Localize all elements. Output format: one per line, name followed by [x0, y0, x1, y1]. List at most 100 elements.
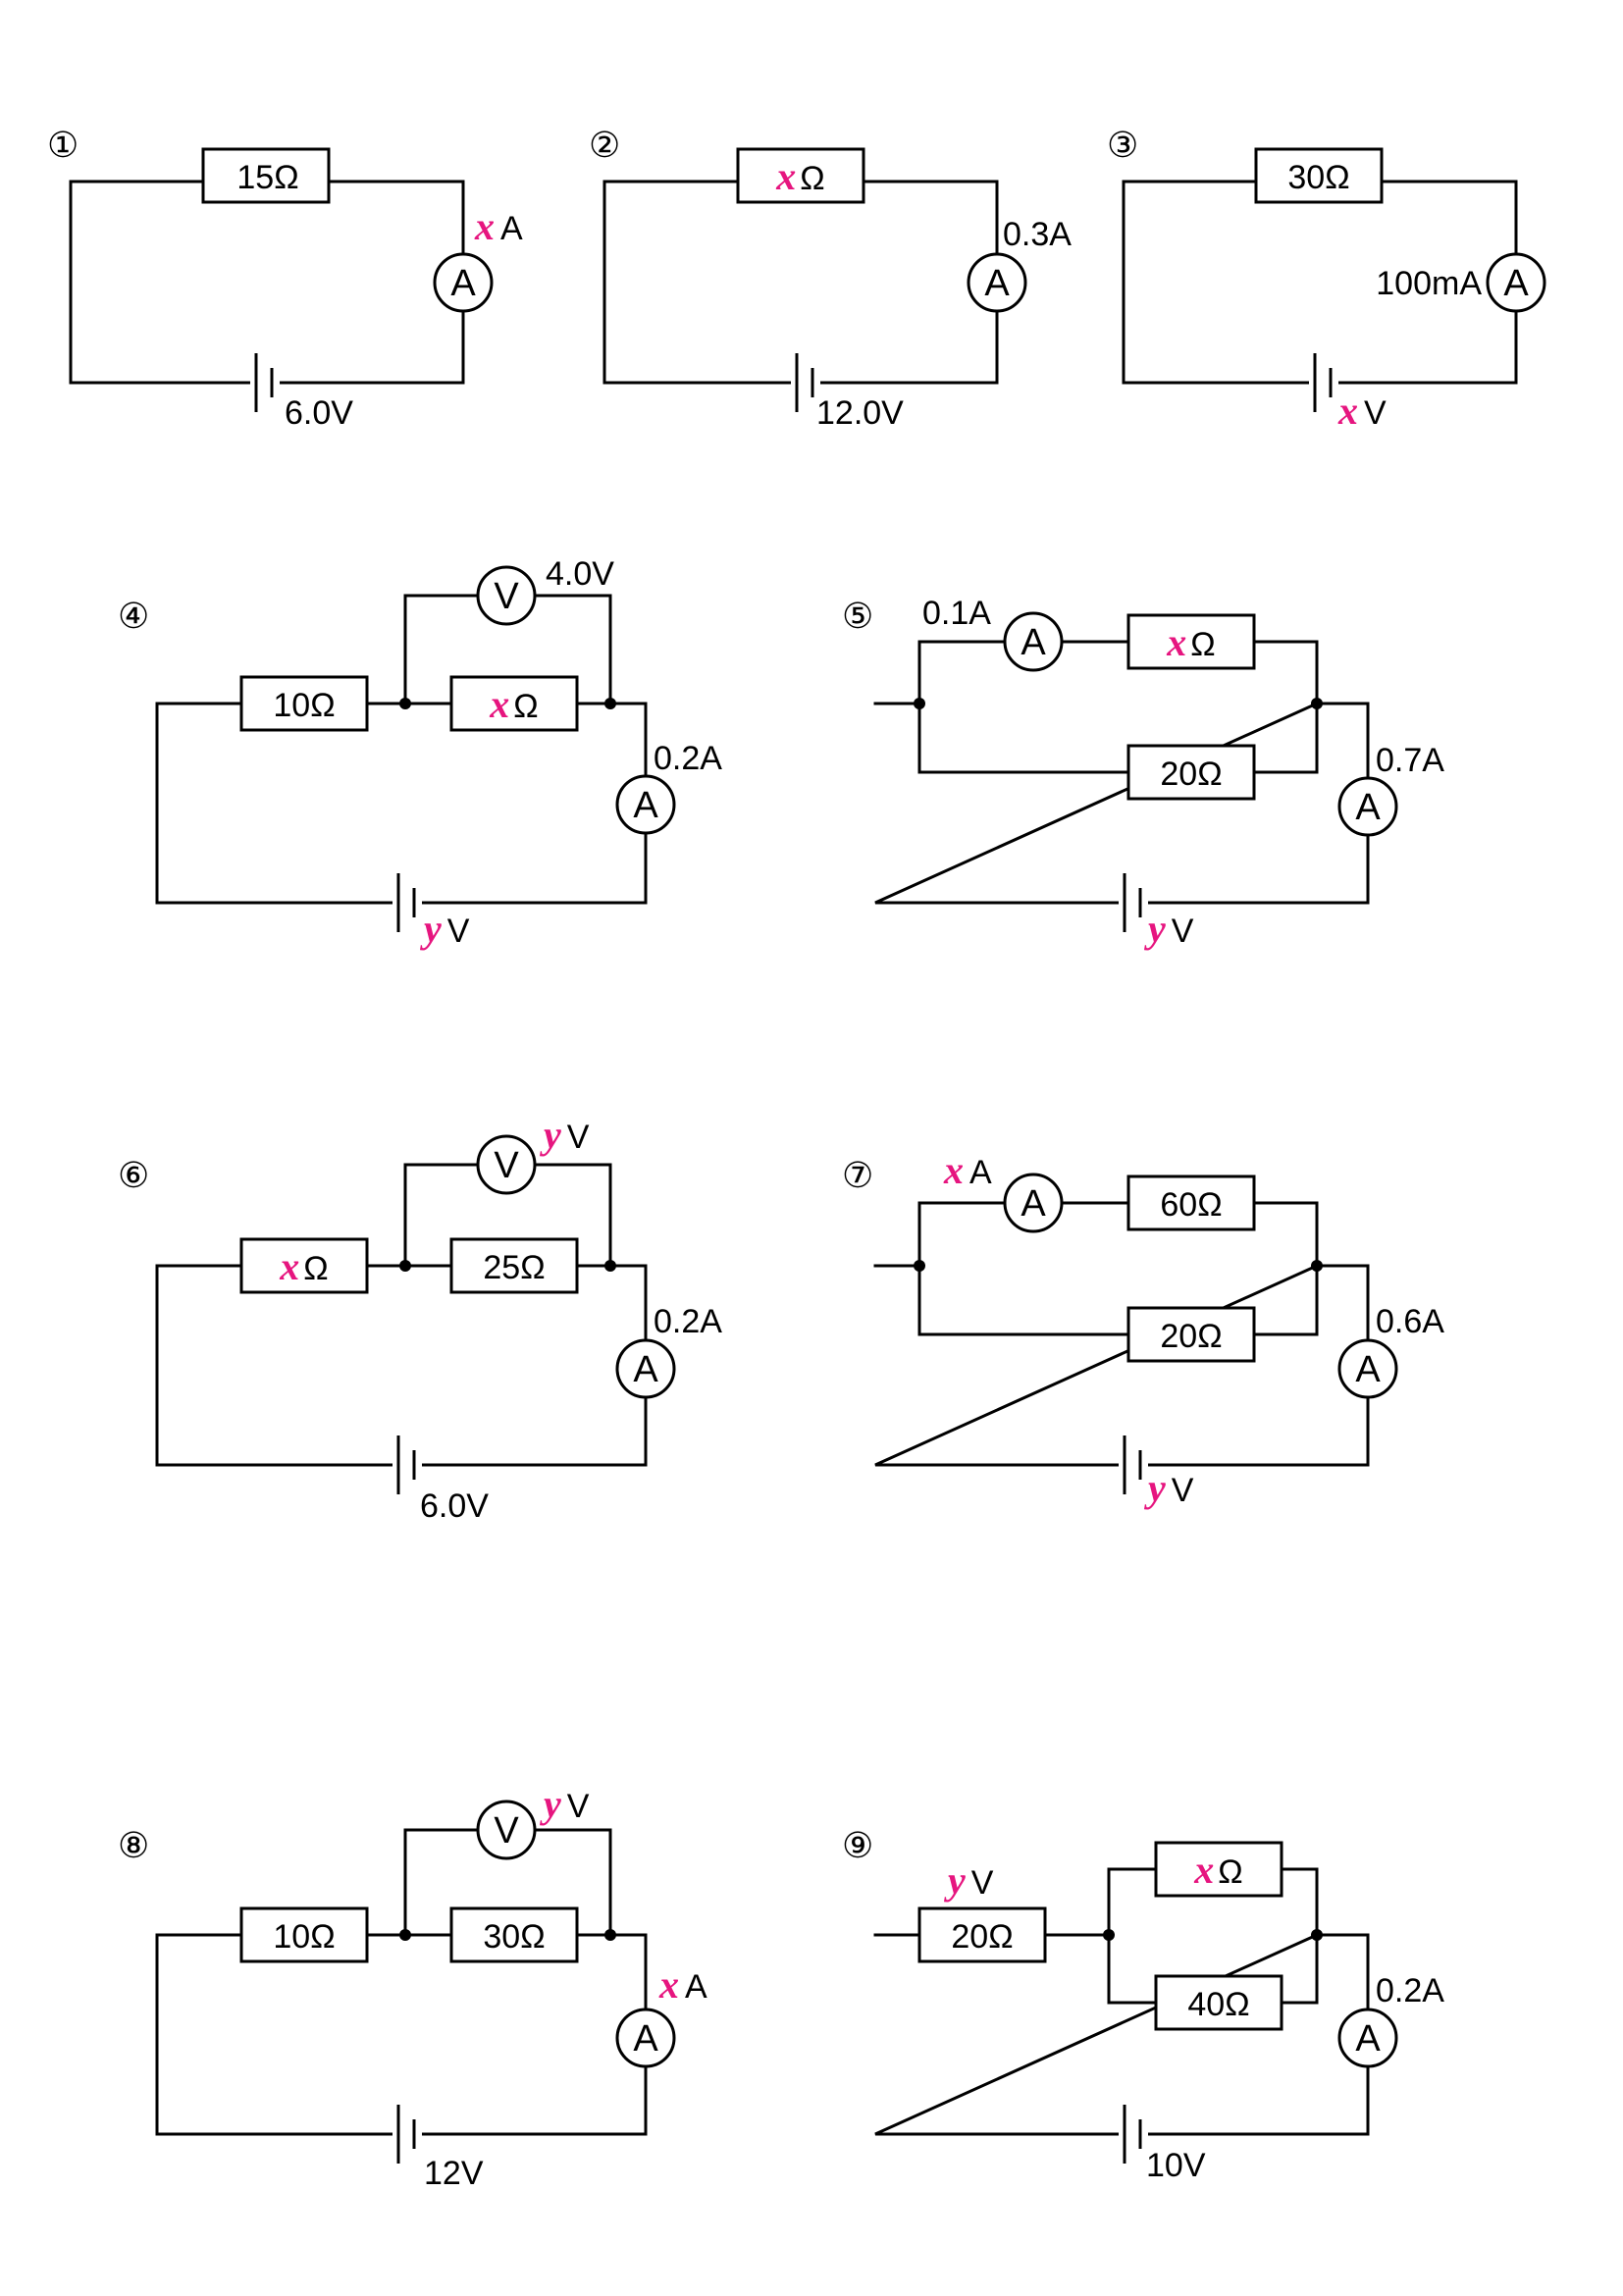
junction-node	[1311, 698, 1323, 709]
svg-text:30Ω: 30Ω	[483, 1918, 545, 1956]
variable-x: x	[1193, 1848, 1214, 1892]
resistor-unit: Ω	[520, 1918, 545, 1956]
unit: V	[1172, 913, 1194, 950]
resistor-1: 10Ω	[239, 675, 369, 732]
junction-node	[399, 698, 411, 709]
variable-y: y	[540, 1782, 561, 1826]
battery	[393, 2105, 422, 2164]
ammeter: A	[1337, 776, 1398, 837]
svg-text:xΩ: xΩ	[775, 154, 824, 198]
battery	[791, 353, 820, 412]
svg-text:xΩ: xΩ	[1166, 620, 1215, 664]
resistor-value: 20	[1160, 756, 1197, 793]
junction-node	[604, 1260, 616, 1272]
variable-x: x	[279, 1244, 299, 1288]
battery	[1119, 1435, 1148, 1494]
voltmeter-label: 4.0V	[546, 555, 614, 593]
ammeter-label: 0.3A	[1003, 216, 1072, 253]
ammeter: A	[967, 252, 1027, 313]
svg-text:xΩ: xΩ	[279, 1244, 328, 1288]
ammeter: A	[615, 2008, 676, 2068]
voltmeter: V	[476, 1134, 537, 1195]
junction-node	[604, 698, 616, 709]
variable-y: y	[540, 1113, 561, 1157]
junction-node	[1103, 1929, 1115, 1941]
resistor-2: 25Ω	[449, 1237, 579, 1294]
resistor-value: 25	[483, 1249, 520, 1286]
circuit-number: ⑧	[118, 1825, 149, 1865]
junction-node	[399, 1929, 411, 1941]
resistor-unit: Ω	[1325, 159, 1349, 196]
variable-x: x	[658, 1962, 679, 2007]
resistor-value: 15	[236, 159, 274, 196]
ammeter-symbol: A	[984, 263, 1010, 304]
variable-x: x	[1337, 389, 1358, 433]
svg-text:10Ω: 10Ω	[273, 1918, 335, 1956]
resistor-value: 20	[1160, 1318, 1197, 1355]
unit: A	[500, 210, 523, 247]
variable-x: x	[1166, 620, 1186, 664]
battery	[250, 353, 280, 412]
branch-ammeter: A	[1003, 1173, 1064, 1233]
ammeter: A	[433, 252, 494, 313]
voltmeter: V	[476, 1800, 537, 1860]
circuit-wire	[69, 180, 465, 385]
circuit-number: ⑥	[118, 1155, 149, 1195]
circuit-number: ③	[1107, 125, 1138, 165]
resistor-unit: Ω	[310, 687, 335, 724]
ammeter: A	[615, 774, 676, 835]
resistor-2: 20Ω	[1126, 744, 1256, 801]
ammeter-symbol: A	[633, 1349, 658, 1390]
ammeter-label: 0.6A	[1376, 1303, 1444, 1340]
voltmeter-symbol: V	[494, 1810, 519, 1852]
ammeter-symbol: A	[1355, 787, 1381, 828]
variable-y: y	[1144, 907, 1166, 951]
resistor-1: 20Ω	[917, 1906, 1047, 1963]
resistor-unit: Ω	[1190, 626, 1215, 663]
svg-text:10Ω: 10Ω	[273, 687, 335, 724]
circuit-wire	[155, 702, 648, 905]
junction-node	[1311, 1260, 1323, 1272]
svg-text:30Ω: 30Ω	[1287, 159, 1349, 196]
battery	[1119, 2105, 1148, 2164]
resistor-unit: Ω	[274, 159, 298, 196]
unit: V	[971, 1864, 994, 1902]
svg-text:60Ω: 60Ω	[1160, 1186, 1222, 1224]
resistor-unit: Ω	[513, 688, 538, 725]
parallel-branches	[917, 640, 1319, 774]
ammeter-symbol: A	[633, 785, 658, 826]
variable-x: x	[474, 204, 495, 248]
svg-text:20Ω: 20Ω	[1160, 1318, 1222, 1355]
unit: V	[1364, 394, 1387, 432]
ammeter-label: 0.2A	[654, 740, 722, 777]
resistor-unit: Ω	[1218, 1853, 1242, 1891]
ammeter-symbol: A	[1021, 1183, 1046, 1225]
circuit-wire	[155, 1264, 648, 1467]
resistor-value: 60	[1160, 1186, 1197, 1224]
circuit-number: ②	[589, 125, 620, 165]
ammeter-symbol: A	[1021, 622, 1046, 663]
resistor-unit: Ω	[1197, 1186, 1222, 1224]
resistor-unit: Ω	[1225, 1986, 1249, 2023]
resistor-2: 20Ω	[1126, 1306, 1256, 1363]
resistor: 15Ω	[201, 147, 331, 204]
ammeter-label: 100mA	[1376, 265, 1482, 302]
circuit-number: ④	[118, 596, 149, 636]
svg-text:40Ω: 40Ω	[1187, 1986, 1249, 2023]
svg-text:15Ω: 15Ω	[236, 159, 298, 196]
svg-text:xΩ: xΩ	[489, 682, 538, 726]
unit: A	[685, 1968, 707, 2006]
ammeter-symbol: A	[450, 263, 476, 304]
unit: A	[969, 1154, 992, 1191]
ammeter: A	[1337, 1338, 1398, 1399]
ammeter-label: 0.7A	[1376, 742, 1444, 779]
